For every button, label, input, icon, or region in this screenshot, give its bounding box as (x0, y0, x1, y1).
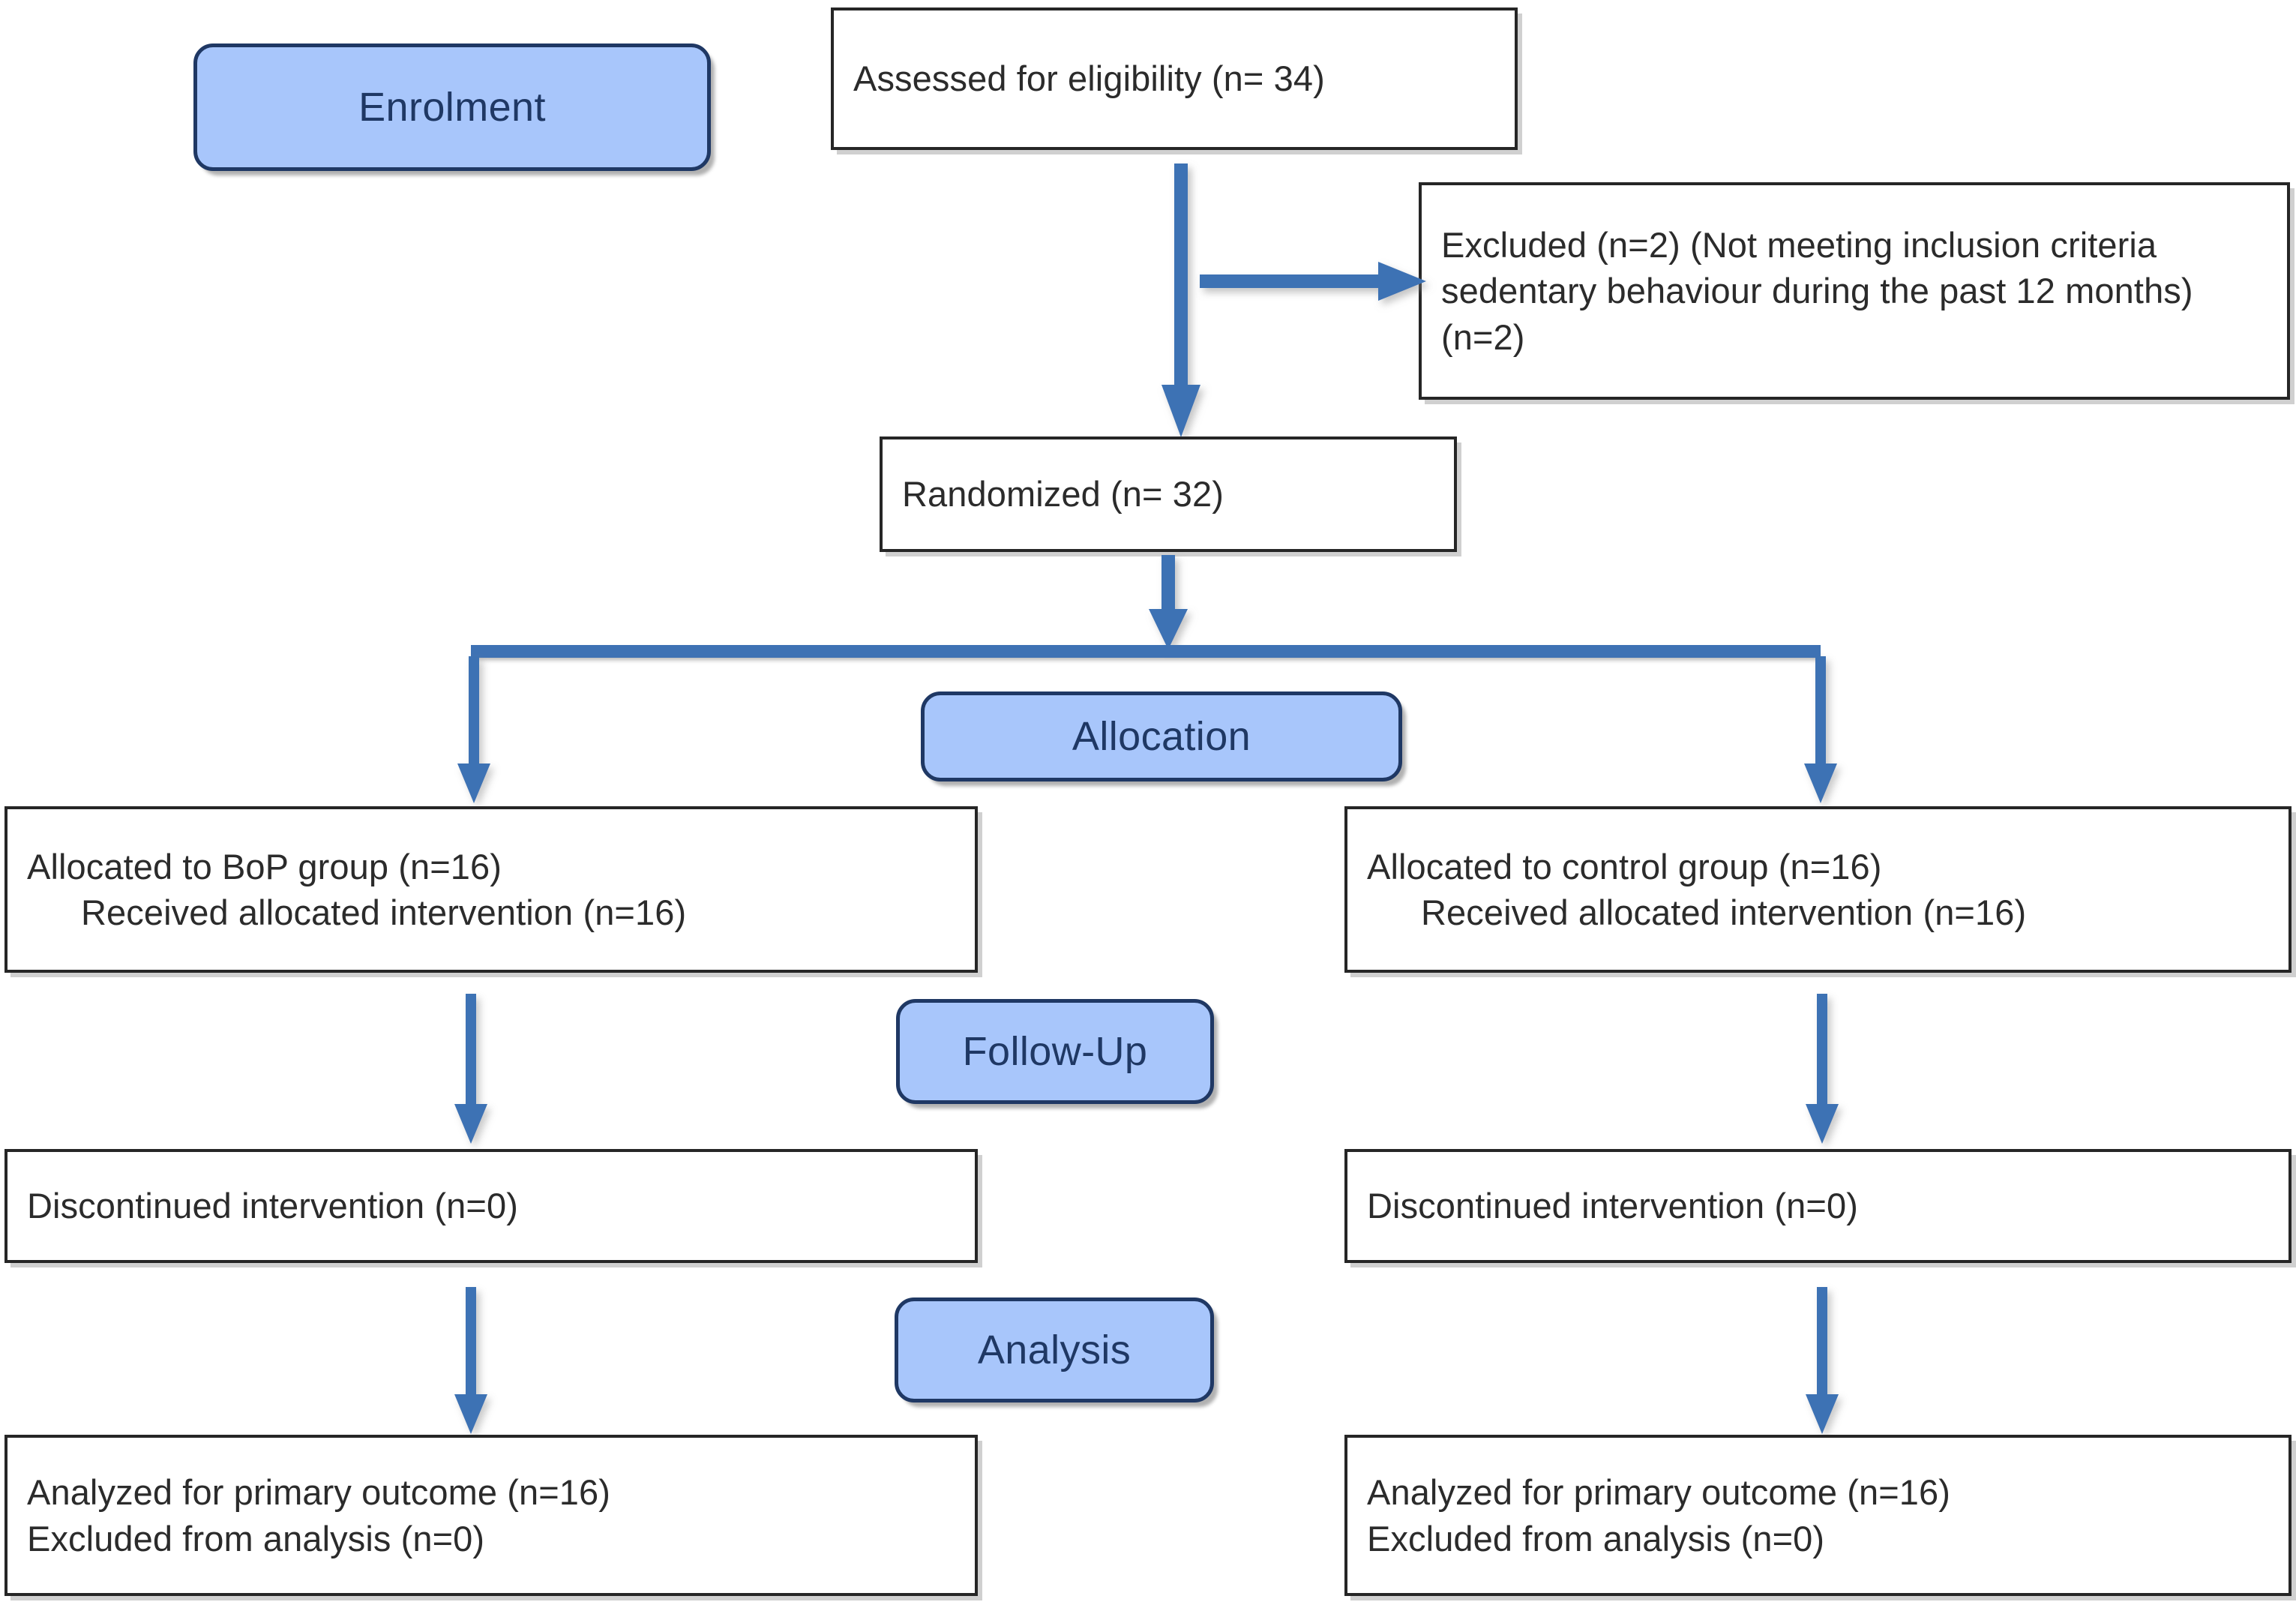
stage-label-enrolment: Enrolment (358, 85, 546, 130)
arrow-followup-right-to-analysis-right (1801, 1287, 1843, 1437)
arrow-assessed-to-randomized (1158, 164, 1203, 441)
split-connector-bar (471, 645, 1821, 658)
stage-banner-allocation: Allocation (921, 692, 1402, 782)
arrow-randomized-to-split (1146, 555, 1191, 652)
analyzed-control-line-2: Excluded from analysis (n=0) (1367, 1518, 1825, 1558)
allocated-bop-line-1: Allocated to BoP group (n=16) (27, 846, 502, 886)
node-analyzed-bop: Analyzed for primary outcome (n=16) Excl… (4, 1435, 978, 1596)
stage-label-analysis: Analysis (977, 1328, 1132, 1372)
node-discontinued-control: Discontinued intervention (n=0) (1344, 1149, 2292, 1263)
stage-banner-analysis: Analysis (895, 1298, 1214, 1402)
excluded-line-1: Excluded (n=2) (Not meeting inclusion cr… (1441, 225, 2203, 357)
analyzed-control-line-1: Analyzed for primary outcome (n=16) (1367, 1472, 1951, 1513)
node-assessed-for-eligibility: Assessed for eligibility (n= 34) (831, 8, 1518, 150)
randomized-line-1: Randomized (n= 32) (902, 474, 1224, 514)
analyzed-bop-line-1: Analyzed for primary outcome (n=16) (27, 1472, 611, 1513)
allocated-control-line-1: Allocated to control group (n=16) (1367, 846, 1882, 886)
arrow-to-excluded (1200, 255, 1432, 320)
analyzed-bop-line-2: Excluded from analysis (n=0) (27, 1518, 485, 1558)
node-discontinued-bop: Discontinued intervention (n=0) (4, 1149, 978, 1263)
discontinued-control-line-1: Discontinued intervention (n=0) (1367, 1186, 1858, 1226)
stage-banner-enrolment: Enrolment (193, 44, 711, 171)
discontinued-bop-line-1: Discontinued intervention (n=0) (27, 1186, 518, 1226)
arrow-allocated-left-to-followup-left (450, 994, 492, 1148)
allocated-bop-line-2: Received allocated intervention (n=16) (81, 892, 687, 932)
arrow-followup-left-to-analysis-left (450, 1287, 492, 1437)
assessed-line-1: Assessed for eligibility (n= 34) (853, 58, 1325, 99)
node-randomized: Randomized (n= 32) (880, 436, 1457, 552)
stage-label-followup: Follow-Up (962, 1029, 1148, 1074)
stage-label-allocation: Allocation (1072, 714, 1251, 759)
node-analyzed-control: Analyzed for primary outcome (n=16) Excl… (1344, 1435, 2292, 1596)
arrow-split-to-allocated-left (453, 656, 495, 806)
allocated-control-line-2: Received allocated intervention (n=16) (1421, 892, 2027, 932)
node-excluded: Excluded (n=2) (Not meeting inclusion cr… (1419, 182, 2290, 400)
stage-banner-followup: Follow-Up (896, 999, 1214, 1104)
arrow-split-to-allocated-right (1800, 656, 1842, 806)
node-allocated-control: Allocated to control group (n=16) Receiv… (1344, 806, 2292, 973)
arrow-allocated-right-to-followup-right (1801, 994, 1843, 1148)
node-allocated-bop: Allocated to BoP group (n=16) Received a… (4, 806, 978, 973)
